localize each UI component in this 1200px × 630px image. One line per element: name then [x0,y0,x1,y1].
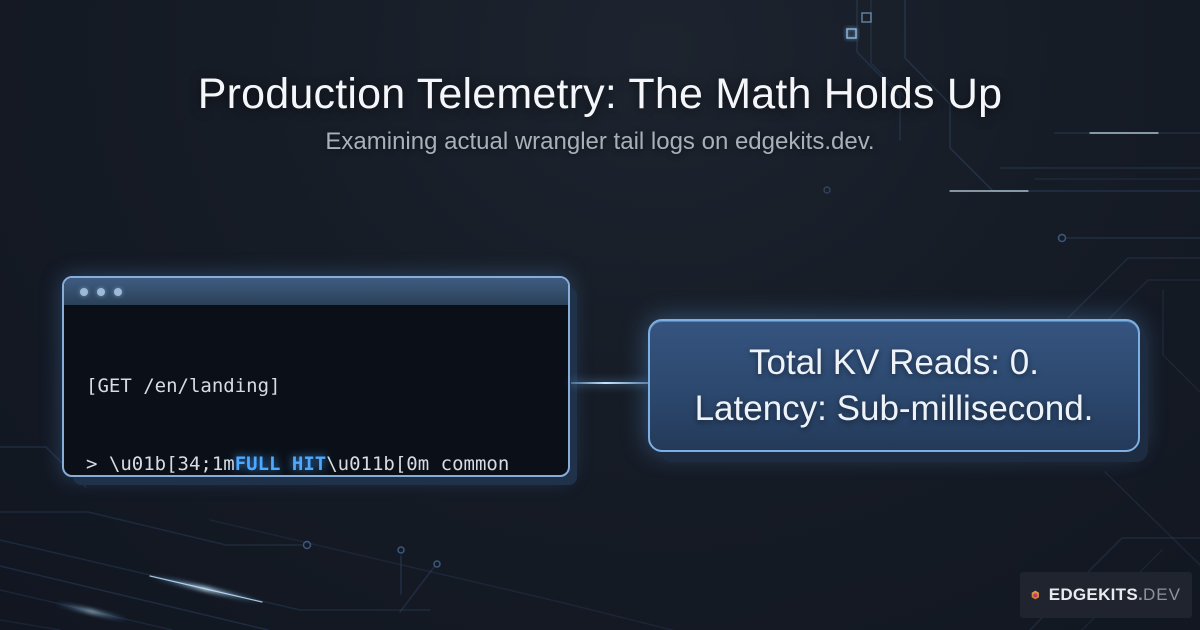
window-dot-icon[interactable] [114,287,122,296]
callout-panel: Total KV Reads: 0. Latency: Sub-millisec… [648,319,1140,452]
connector-line [571,382,648,384]
brand-badge[interactable]: EDGEKITS.DEV [1020,572,1192,618]
page-title: Production Telemetry: The Math Holds Up [197,70,1003,118]
terminal-window: [GET /en/landing] > \u01b[34;1mFULL HIT\… [62,276,570,477]
ansi-escape-text: > \u01b[34;1m [86,453,235,475]
full-hit-highlight: FULL HIT [234,453,327,475]
callout-line-kv-reads: Total KV Reads: 0. [749,342,1039,382]
brand-tld: DEV [1143,585,1181,604]
terminal-log-output: [GET /en/landing] > \u01b[34;1mFULL HIT\… [64,306,568,475]
ansi-escape-text: \u011b[0m common [326,453,510,475]
hexagon-logo-icon [1031,590,1039,600]
window-dot-icon[interactable] [80,287,88,296]
window-dot-icon[interactable] [97,287,105,296]
brand-name: EDGEKITS [1048,585,1138,604]
page-subtitle: Examining actual wrangler tail logs on e… [325,128,875,155]
callout-line-latency: Latency: Sub-millisecond. [694,388,1094,428]
brand-wordmark: EDGEKITS.DEV [1049,585,1181,605]
brand-separator: . [1138,585,1144,604]
terminal-titlebar [64,278,568,306]
terminal-request-line: [GET /en/landing] [86,375,281,397]
terminal-log-line: > \u01b[34;1mFULL HIT\u011b[0m common [86,451,568,475]
